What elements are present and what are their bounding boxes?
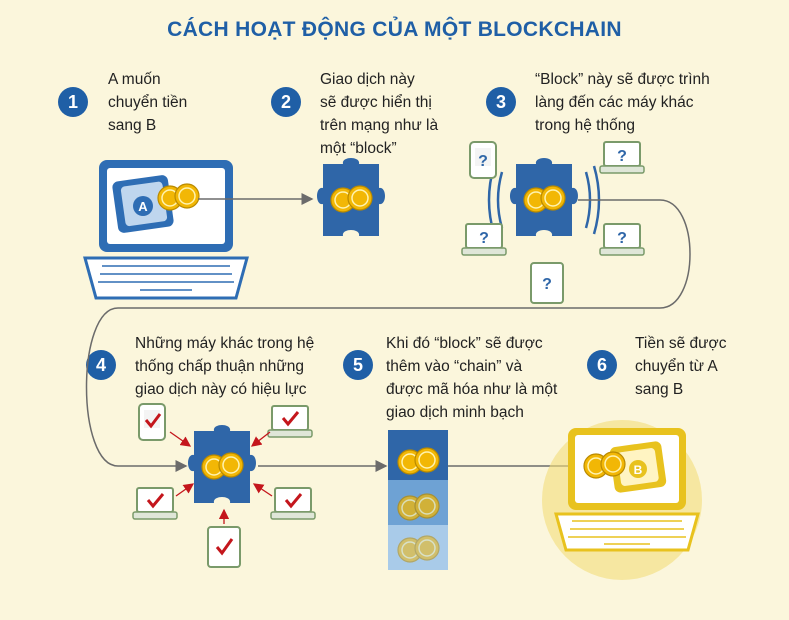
approved-laptop-icon xyxy=(267,405,313,438)
svg-text:?: ? xyxy=(617,148,627,165)
step-1-line: chuyển tiền xyxy=(108,94,188,111)
wallet-b-icon: B xyxy=(609,441,667,493)
step-3-line: “Block” này sẽ được trình xyxy=(535,71,710,88)
svg-text:?: ? xyxy=(542,276,552,293)
step-5-badge: 5 xyxy=(343,350,373,380)
step-2-line: Giao dịch này xyxy=(320,71,415,88)
step-4-line: thống chấp thuận những xyxy=(135,358,304,375)
coins-icon xyxy=(584,452,625,478)
step-6-line: Tiền sẽ được xyxy=(635,335,727,352)
step-3-text: “Block” này sẽ được trình làng đến các m… xyxy=(535,68,710,137)
approved-phone-icon xyxy=(138,403,166,441)
wallet-a-icon: A xyxy=(112,175,174,233)
step-2-text: Giao dịch này sẽ được hiển thị trên mạng… xyxy=(320,68,438,160)
approved-laptop-icon xyxy=(270,487,316,520)
approved-tablet-icon xyxy=(207,526,241,568)
page-title: CÁCH HOẠT ĐỘNG CỦA MỘT BLOCKCHAIN xyxy=(167,18,622,41)
step-1-text: A muốn chuyển tiền sang B xyxy=(108,68,187,137)
svg-text:?: ? xyxy=(478,153,488,170)
flow-connector xyxy=(85,199,691,472)
unknown-phone-icon: ? xyxy=(469,141,497,179)
approved-laptop-icon xyxy=(132,487,178,520)
step-4-line: giao dịch này có hiệu lực xyxy=(135,381,307,398)
step-2-line: trên mạng như là xyxy=(320,117,439,134)
step-5-line: Khi đó “block” sẽ được xyxy=(386,335,543,352)
step-4-badge: 4 xyxy=(86,350,116,380)
step-4-text: Những máy khác trong hệ thống chấp thuận… xyxy=(135,332,314,401)
step-5-line: thêm vào “chain” và xyxy=(386,358,523,375)
step-3-line: trong hệ thống xyxy=(535,117,635,134)
step-4-line: Những máy khác trong hệ xyxy=(135,335,315,352)
step-5-text: Khi đó “block” sẽ được thêm vào “chain” … xyxy=(386,332,557,424)
step-6-line: sang B xyxy=(635,381,684,398)
block-puzzle-icon xyxy=(317,158,385,236)
unknown-laptop-icon: ? xyxy=(599,141,645,174)
step-2-badge: 2 xyxy=(271,87,301,117)
validated-block-icon xyxy=(188,425,256,503)
laptop-b-icon: B xyxy=(542,420,702,580)
step-1-badge: 1 xyxy=(58,87,88,117)
svg-text:?: ? xyxy=(617,230,627,247)
step-2-line: một “block” xyxy=(320,140,397,157)
approval-arrows xyxy=(169,431,273,524)
unknown-laptop-icon: ? xyxy=(461,223,507,256)
step-6-line: chuyển từ A xyxy=(635,358,718,375)
unknown-laptop-icon: ? xyxy=(599,223,645,256)
step-2-line: sẽ được hiển thị xyxy=(320,94,432,111)
step-6-text: Tiền sẽ được chuyển từ A sang B xyxy=(635,332,726,401)
step-6-badge: 6 xyxy=(587,350,617,380)
step-1-line: sang B xyxy=(108,117,157,134)
step-1-line: A muốn xyxy=(108,71,161,88)
coins-icon xyxy=(158,184,199,210)
broadcast-block-icon xyxy=(510,158,578,236)
wallet-b-label: B xyxy=(634,463,643,477)
laptop-a-icon: A xyxy=(83,160,249,300)
step-3-badge: 3 xyxy=(486,87,516,117)
step-5-line: giao dịch minh bạch xyxy=(386,404,524,421)
step-3-line: làng đến các máy khác xyxy=(535,94,694,111)
wallet-a-label: A xyxy=(138,199,148,214)
svg-text:?: ? xyxy=(479,230,489,247)
step-5-line: được mã hóa như là một xyxy=(386,381,558,398)
blockchain-icon xyxy=(388,430,448,570)
unknown-tablet-icon: ? xyxy=(530,262,564,304)
